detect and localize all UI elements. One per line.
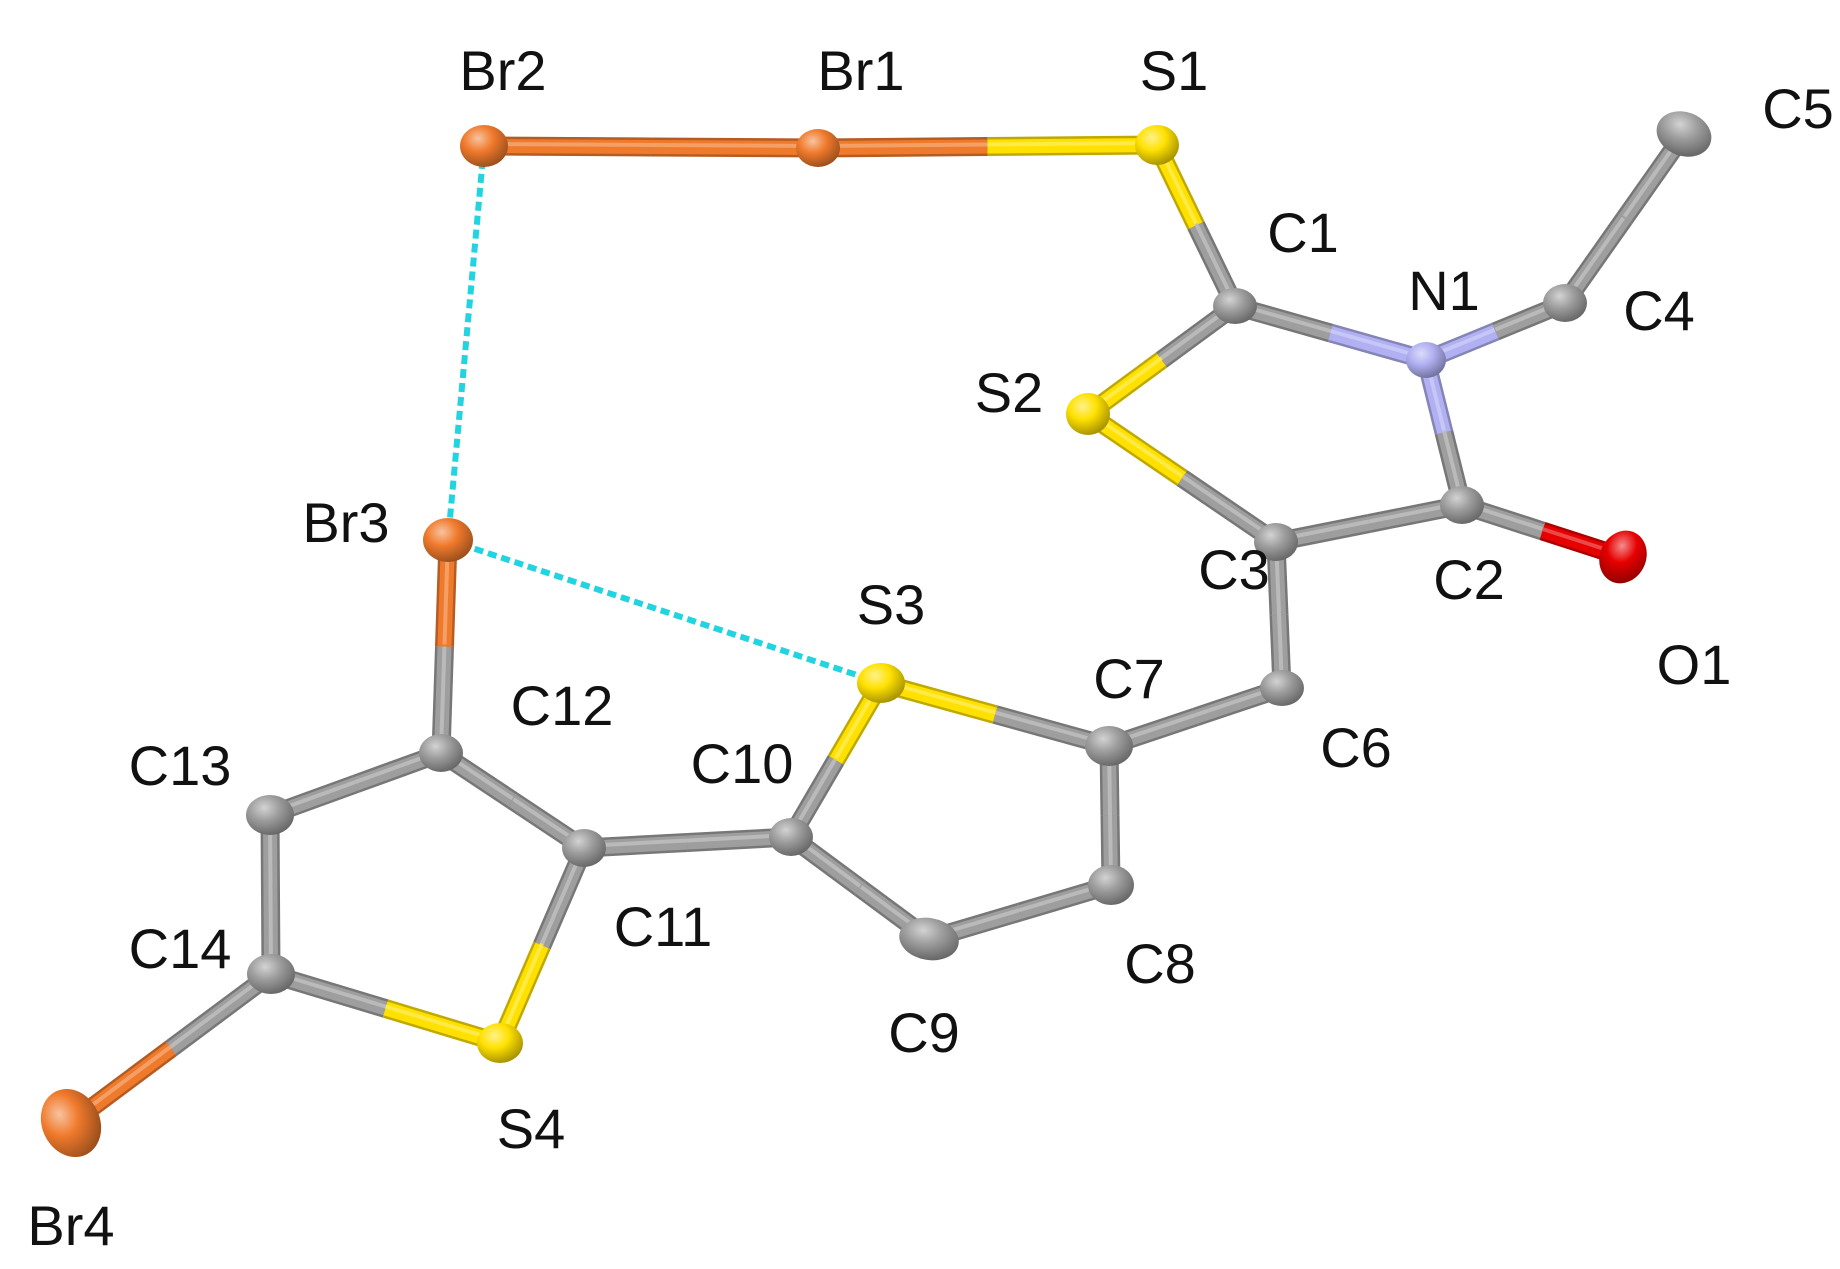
atom-label-c8: C8 xyxy=(1124,932,1196,995)
atom-c2 xyxy=(1440,486,1484,524)
atom-label-c5: C5 xyxy=(1762,77,1834,140)
bond-c8-c9 xyxy=(926,875,1114,949)
atom-c14 xyxy=(247,954,295,994)
atom-c8 xyxy=(1088,865,1134,905)
contact-layer xyxy=(445,145,882,686)
atom-label-n1: N1 xyxy=(1408,259,1480,322)
atom-label-c1: C1 xyxy=(1267,201,1339,264)
bond-br2-br1 xyxy=(483,136,819,158)
atom-label-br1: Br1 xyxy=(817,39,904,102)
atom-label-c2: C2 xyxy=(1433,548,1505,611)
atom-s1 xyxy=(1135,125,1179,165)
atom-o1 xyxy=(1599,530,1647,584)
atom-c6 xyxy=(1260,670,1304,706)
bond-c12-c13 xyxy=(266,744,445,824)
bond-c4-c5 xyxy=(1557,128,1692,309)
atom-c9 xyxy=(899,917,959,961)
atom-label-c14: C14 xyxy=(129,917,232,980)
atom-s3 xyxy=(857,663,905,703)
atom-c4 xyxy=(1543,284,1587,322)
atom-label-c10: C10 xyxy=(691,732,794,795)
bond-c12-br3 xyxy=(431,537,458,754)
atom-c12 xyxy=(419,734,463,772)
atom-label-br4: Br4 xyxy=(27,1194,114,1257)
atom-label-o1: O1 xyxy=(1657,633,1732,696)
atom-layer xyxy=(40,111,1712,1158)
atom-c5 xyxy=(1656,111,1712,157)
bond-c10-c11 xyxy=(583,827,792,858)
atom-label-s2: S2 xyxy=(975,361,1044,424)
atom-label-c12: C12 xyxy=(511,674,614,737)
atom-label-s3: S3 xyxy=(857,573,926,636)
bond-c10-s3 xyxy=(782,678,890,842)
atom-label-br2: Br2 xyxy=(459,39,546,102)
bond-c3-c6 xyxy=(1266,539,1292,689)
atom-br1 xyxy=(796,129,840,167)
atom-s2 xyxy=(1066,393,1110,435)
atom-c1 xyxy=(1213,288,1257,324)
bond-c14-br4 xyxy=(65,966,277,1131)
atom-label-c4: C4 xyxy=(1623,279,1695,342)
atom-label-s4: S4 xyxy=(497,1097,566,1160)
atom-label-s1: S1 xyxy=(1140,39,1209,102)
bond-c14-s4 xyxy=(268,964,503,1053)
atom-br3 xyxy=(423,518,473,562)
atom-label-c11: C11 xyxy=(614,895,713,958)
bond-c11-s4 xyxy=(491,844,593,1047)
bond-n1-c2 xyxy=(1416,357,1472,508)
atom-label-c6: C6 xyxy=(1320,716,1392,779)
bond-c3-s2 xyxy=(1082,406,1282,550)
bond-c1-n1 xyxy=(1232,296,1429,370)
atom-br4 xyxy=(40,1088,102,1158)
bond-c11-c12 xyxy=(435,745,590,856)
atom-label-c3: C3 xyxy=(1198,538,1270,601)
bond-c2-c3 xyxy=(1274,495,1464,552)
atom-s4 xyxy=(477,1023,523,1063)
atom-n1 xyxy=(1406,342,1446,378)
atom-label-br3: Br3 xyxy=(302,491,389,554)
bond-c13-c14 xyxy=(260,812,281,975)
bond-c1-s2 xyxy=(1082,298,1241,422)
atom-c7 xyxy=(1085,726,1133,766)
atom-label-c13: C13 xyxy=(129,734,232,797)
atom-label-c7: C7 xyxy=(1093,647,1165,710)
atom-c11 xyxy=(562,829,606,867)
atom-label-c9: C9 xyxy=(888,1001,960,1064)
atom-c10 xyxy=(769,818,813,856)
bond-c7-s3 xyxy=(878,673,1112,756)
atom-br2 xyxy=(460,125,508,167)
bond-s1-c1 xyxy=(1148,140,1244,311)
atom-c13 xyxy=(246,795,294,835)
atom-c3 xyxy=(1254,523,1298,561)
contact-br2-br3 xyxy=(445,145,487,541)
contact-br3-s3 xyxy=(447,537,882,686)
bond-br1-s1 xyxy=(817,135,1158,158)
